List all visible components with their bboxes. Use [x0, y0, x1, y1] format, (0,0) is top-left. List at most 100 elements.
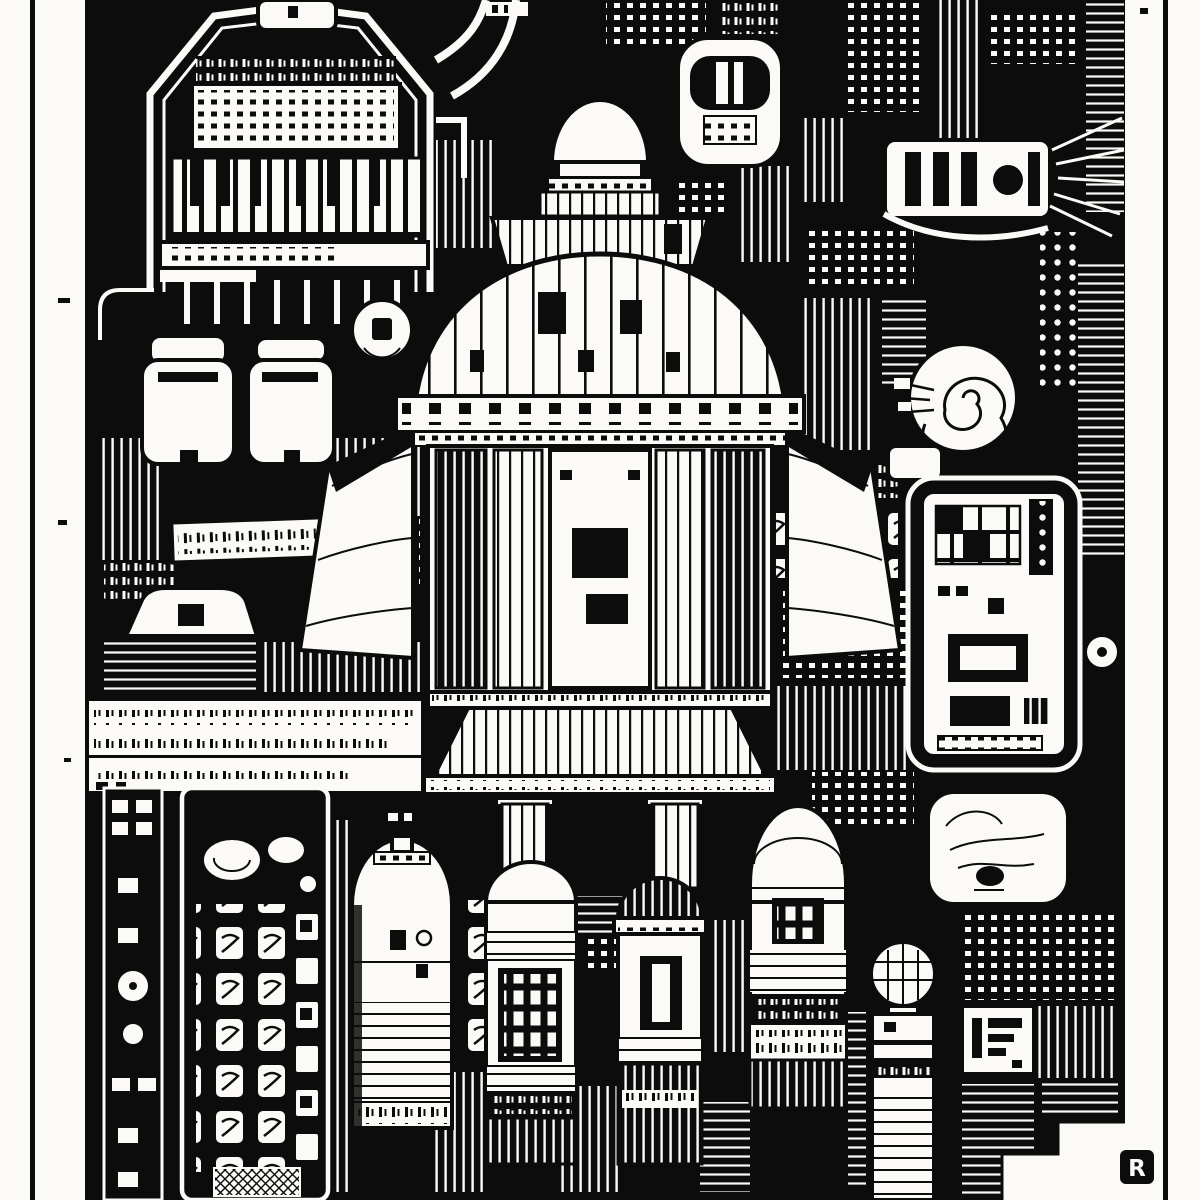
mini-rocket	[869, 940, 937, 1200]
label-strip	[169, 515, 325, 565]
doodle	[949, 833, 1045, 851]
glyph-mark	[492, 5, 498, 13]
strip-window	[118, 1128, 138, 1143]
wing-seam	[317, 537, 413, 561]
texture-block	[812, 772, 914, 830]
black-key	[327, 158, 336, 206]
band-ticks	[876, 1061, 930, 1075]
texture-block	[606, 0, 706, 44]
cap-collar	[373, 851, 431, 865]
spiral-gauge	[894, 342, 1019, 477]
texture-block	[700, 1102, 750, 1192]
slot-cell-dark	[937, 507, 963, 534]
left-wing	[297, 424, 415, 661]
dish-rim	[212, 857, 251, 873]
label-glyphs	[177, 525, 317, 555]
base-ticks	[937, 735, 1043, 751]
wing-seam	[305, 607, 413, 627]
shelf-item	[292, 1042, 322, 1076]
ticker-row	[96, 766, 348, 779]
column-vent	[560, 470, 572, 480]
dome-window	[578, 350, 594, 372]
key-rail	[172, 232, 422, 236]
margin-tick	[58, 298, 70, 303]
porthole-center	[1097, 647, 1107, 657]
black-key	[221, 158, 230, 206]
slat-column	[710, 448, 766, 690]
margin-tick	[64, 758, 71, 762]
tank-d	[748, 804, 848, 1110]
turbine	[882, 116, 1125, 241]
groove-band	[485, 931, 577, 961]
black-key	[296, 158, 305, 206]
black-key	[252, 158, 261, 206]
jar-notch	[284, 450, 300, 462]
glyph-mark	[504, 5, 508, 13]
wing-seam	[787, 607, 895, 627]
ruling	[874, 1094, 932, 1198]
visor	[690, 56, 770, 110]
corner-cutout: R	[1000, 1120, 1154, 1200]
strip-window	[138, 1078, 156, 1091]
helmet	[676, 36, 784, 168]
doodle	[945, 810, 1003, 827]
margin-tick	[58, 520, 67, 525]
ticker	[87, 699, 423, 793]
storage-jars	[140, 334, 336, 466]
stamp-bar	[988, 1034, 1014, 1042]
strip-window	[118, 1172, 138, 1187]
strip	[304, 280, 310, 324]
texture-block	[104, 642, 256, 690]
dome-window	[620, 300, 642, 334]
strip-window	[112, 822, 128, 835]
texture-block	[988, 10, 1076, 64]
groove-band	[485, 1065, 577, 1093]
frame-line-left	[30, 0, 35, 1200]
ticker-divider	[88, 755, 422, 758]
dark-cap	[615, 876, 705, 920]
stamp-bar	[972, 1018, 982, 1058]
base-band-ticks	[626, 1093, 694, 1105]
hatch-scribble	[213, 1167, 301, 1197]
groove-band	[750, 950, 846, 992]
tank-shading	[352, 905, 362, 1128]
pipe	[433, 0, 490, 64]
tank-base	[748, 1058, 848, 1110]
corner-badge: R	[1120, 1150, 1154, 1184]
shelf-item-mark	[300, 1096, 312, 1108]
ticker-row	[94, 710, 414, 725]
wing-seam	[787, 537, 883, 561]
seam	[872, 1040, 934, 1045]
strip-window	[118, 878, 138, 893]
strip-window	[112, 1078, 130, 1091]
shelf-clutter	[196, 904, 288, 1172]
texture-block	[962, 912, 1118, 1000]
tank-cap	[380, 806, 424, 836]
column-vent	[628, 470, 640, 480]
cutout-step	[1000, 1120, 1125, 1200]
strip	[214, 280, 220, 324]
black-key	[371, 158, 380, 206]
stamp-bar	[988, 1048, 1006, 1056]
capsule-dome	[549, 98, 651, 164]
doodle	[957, 862, 1035, 869]
control-knob	[350, 298, 414, 362]
tank-c	[612, 876, 708, 1166]
sketch-panel	[926, 790, 1070, 906]
chin-grille	[703, 115, 757, 145]
dot-column	[1029, 499, 1053, 575]
texture-block	[846, 0, 926, 112]
vending-machine	[905, 475, 1083, 773]
window-slit	[652, 964, 670, 1022]
texture-block	[798, 118, 844, 202]
hatch	[884, 1022, 896, 1032]
texture-block	[1078, 262, 1124, 560]
gauge-tab	[894, 378, 910, 389]
strip-window	[136, 822, 152, 835]
gauge-tab	[898, 402, 911, 411]
strip-window	[112, 800, 128, 813]
wing-seam	[787, 453, 869, 487]
shelf-item-mark	[300, 920, 312, 932]
strip-window	[136, 800, 152, 813]
texture-block	[718, 0, 780, 34]
